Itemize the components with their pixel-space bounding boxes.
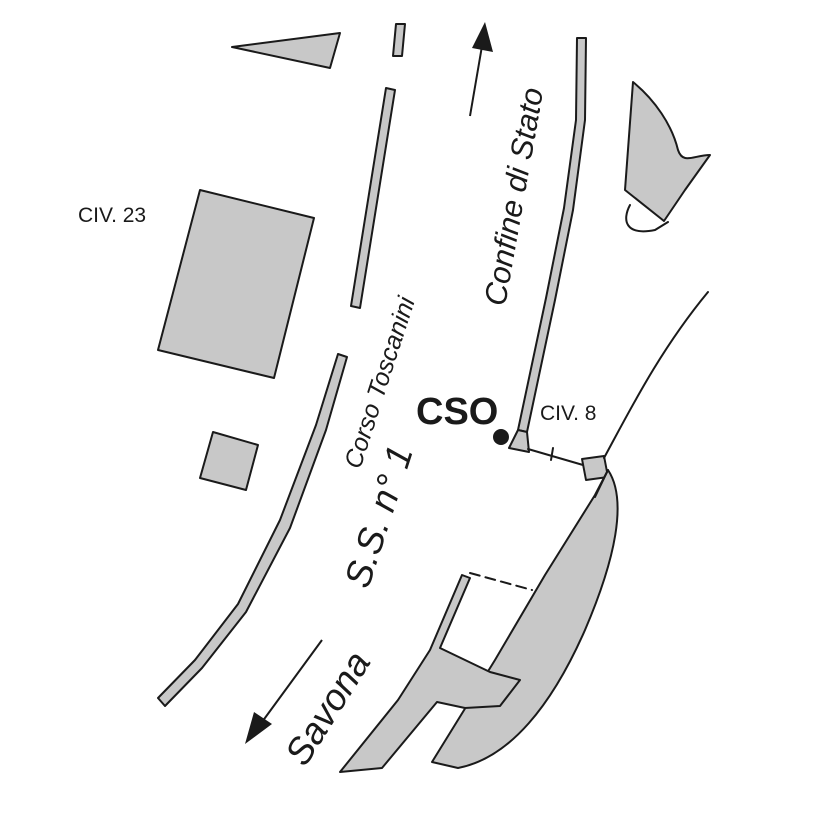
- label-civ-23: CIV. 23: [78, 204, 146, 227]
- building-lower-block: [339, 574, 521, 773]
- arrow-to-savona: [245, 639, 323, 744]
- road-edge-east-small: [625, 204, 669, 233]
- dashed-boundary: [469, 572, 533, 591]
- road-edge-lower-right: [594, 469, 609, 498]
- building-small: [199, 431, 259, 491]
- land-patch-top-left: [231, 32, 341, 69]
- arrow-to-confine: [469, 22, 493, 117]
- land-patch-right: [624, 81, 711, 222]
- curb-block-cso: [508, 429, 530, 453]
- land-patch-lower-right: [431, 469, 619, 769]
- label-confine-di-stato: Confine di Stato: [477, 85, 550, 308]
- building-civ-23: [157, 189, 315, 379]
- label-civ-8: CIV. 8: [540, 402, 596, 425]
- cso-marker[interactable]: [493, 429, 509, 445]
- curb-upper-left-top: [392, 23, 406, 57]
- label-cso: CSO: [416, 391, 498, 433]
- curb-left-lower: [157, 353, 348, 707]
- road-edge-east-upper: [603, 291, 709, 459]
- property-line-cso: [527, 448, 584, 466]
- curb-left-upper: [350, 87, 396, 309]
- property-tick: [550, 447, 554, 461]
